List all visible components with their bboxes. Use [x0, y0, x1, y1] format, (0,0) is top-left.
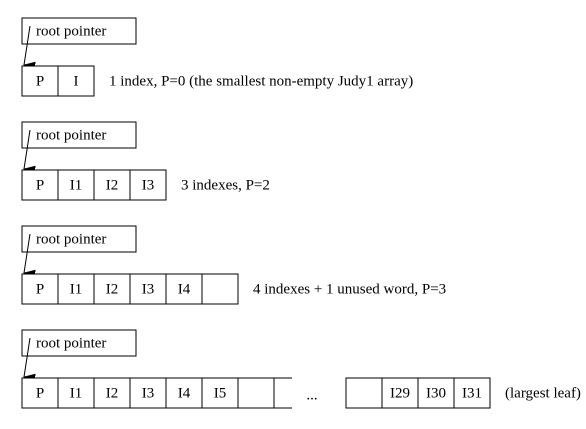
- leaf-cell: [201, 273, 239, 305]
- row-caption: 4 indexes + 1 unused word, P=3: [253, 281, 446, 297]
- ellipsis: ...: [306, 387, 317, 403]
- leaf-cell: [93, 169, 131, 201]
- leaf-cell: [201, 377, 239, 409]
- leaf-cell-label: P: [36, 281, 44, 297]
- leaf-cell: [453, 377, 491, 409]
- leaf-cell: [129, 377, 167, 409]
- leaf-cell-label: I: [74, 73, 79, 89]
- leaf-cell-label: I3: [142, 177, 155, 193]
- root-pointer-arrow: [23, 233, 36, 280]
- row-caption: 1 index, P=0 (the smallest non-empty Jud…: [109, 73, 413, 89]
- root-pointer-box: [21, 329, 137, 357]
- root-pointer-box: [21, 225, 137, 253]
- root-pointer-label: root pointer: [36, 335, 106, 351]
- leaf-cell-label: I29: [390, 385, 410, 401]
- leaf-cell: [93, 273, 131, 305]
- leaf-cell-label: I1: [70, 177, 83, 193]
- leaf-cell-label: I3: [142, 385, 155, 401]
- leaf-cell: [57, 169, 95, 201]
- root-pointer-arrow: [23, 337, 36, 384]
- leaf-cell-label: I1: [70, 385, 83, 401]
- root-pointer-label: root pointer: [36, 231, 106, 247]
- leaf-cell-label: P: [36, 385, 44, 401]
- root-pointer-arrow: [23, 25, 36, 72]
- root-pointer-box: [21, 121, 137, 149]
- leaf-cell-label: P: [36, 177, 44, 193]
- root-pointer-box: [21, 17, 137, 45]
- leaf-cell-label: I3: [142, 281, 155, 297]
- leaf-cell-label: I4: [178, 385, 191, 401]
- leaf-cell: [345, 377, 383, 409]
- leaf-cell: [129, 169, 167, 201]
- leaf-cell-label: I2: [106, 385, 119, 401]
- leaf-cell-label: I1: [70, 281, 83, 297]
- row-caption: (largest leaf): [505, 385, 581, 401]
- leaf-cell: [57, 65, 95, 97]
- leaf-cell: [57, 273, 95, 305]
- leaf-cell: [237, 377, 275, 409]
- leaf-cell-label: P: [36, 73, 44, 89]
- leaf-cell: [21, 273, 59, 305]
- root-pointer-arrow: [23, 129, 36, 176]
- leaf-cell: [21, 65, 59, 97]
- root-pointer-label: root pointer: [36, 23, 106, 39]
- leaf-cell: [165, 273, 203, 305]
- leaf-cell: [417, 377, 455, 409]
- leaf-cell-label: I4: [178, 281, 191, 297]
- leaf-cell: [93, 377, 131, 409]
- root-pointer-label: root pointer: [36, 127, 106, 143]
- leaf-cell: [129, 273, 167, 305]
- leaf-cell-label: I5: [214, 385, 227, 401]
- row-caption: 3 indexes, P=2: [181, 177, 270, 193]
- leaf-cell-label: I2: [106, 177, 119, 193]
- leaf-cell-label: I31: [462, 385, 482, 401]
- leaf-cell-label: I2: [106, 281, 119, 297]
- leaf-cell-label: I30: [426, 385, 446, 401]
